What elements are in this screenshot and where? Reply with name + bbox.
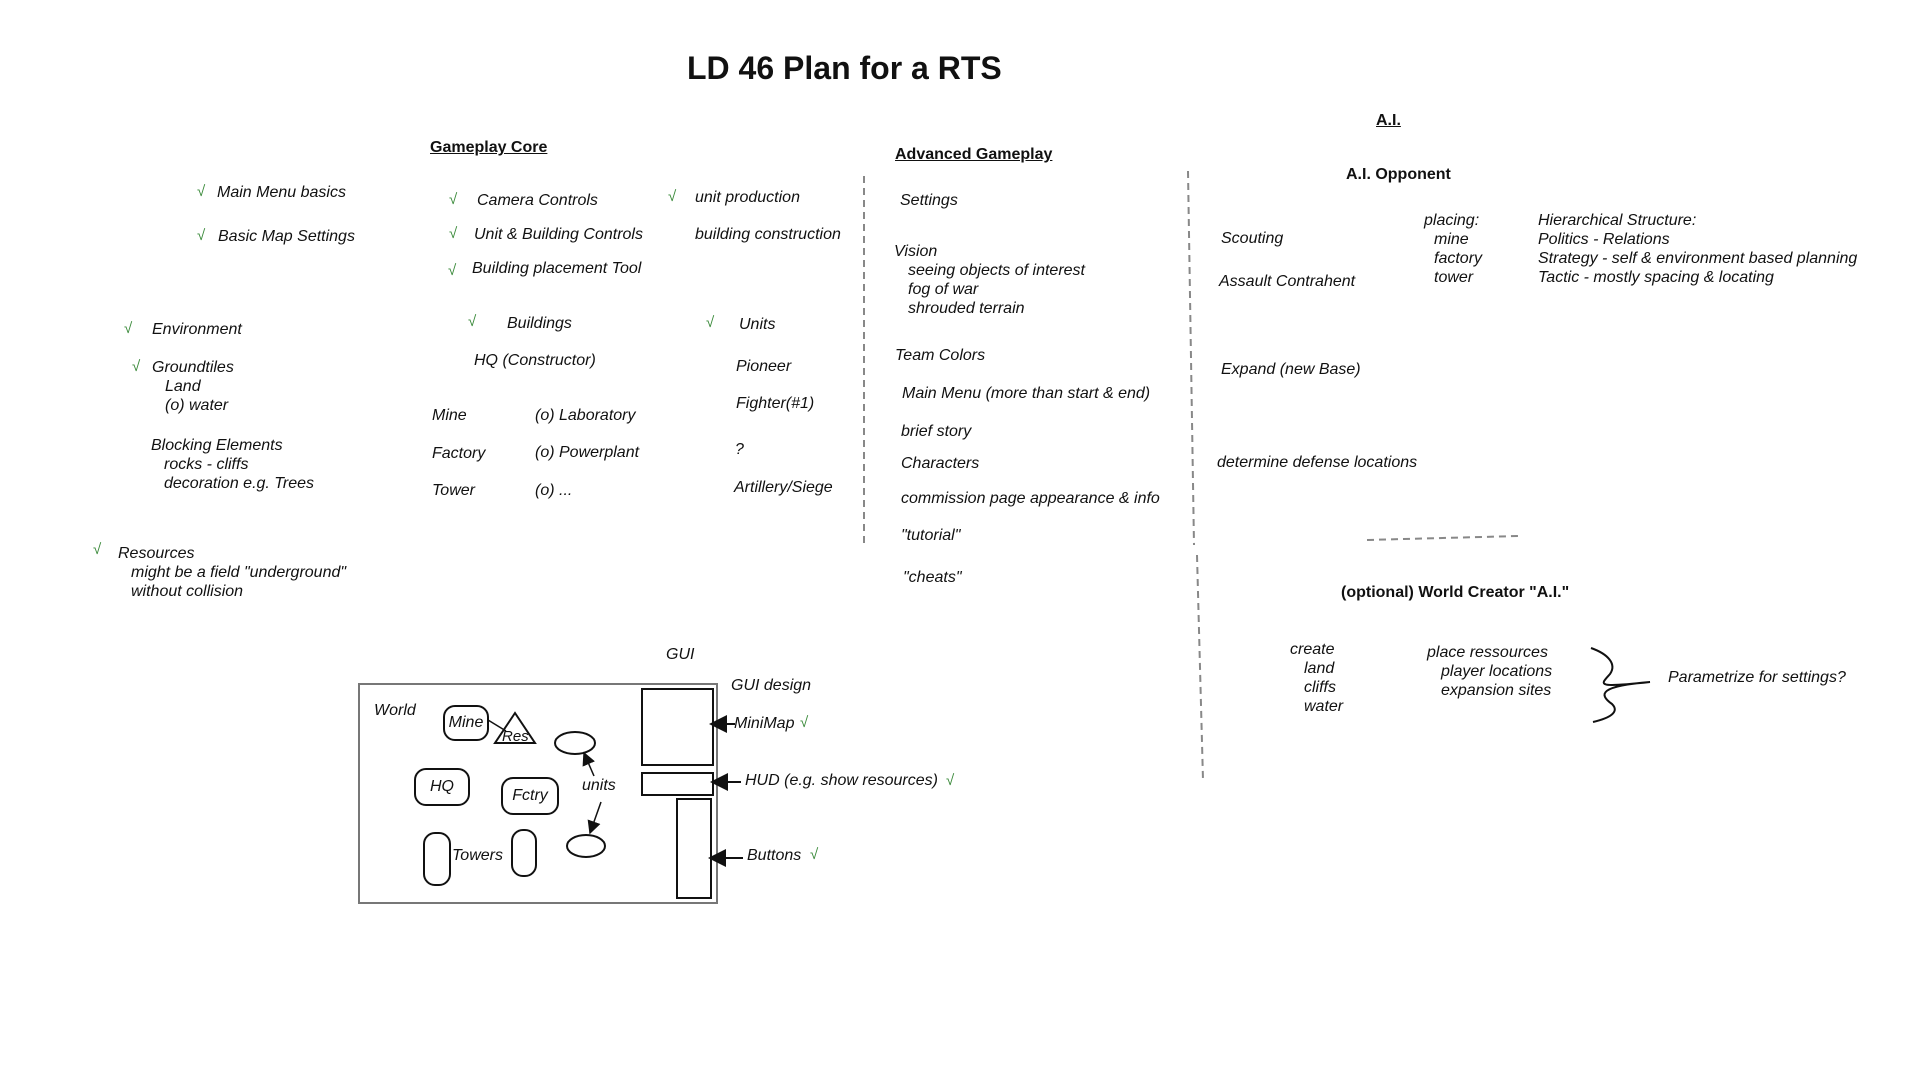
towers-label: Towers <box>452 847 503 864</box>
main-menu-extended: Main Menu (more than start & end) <box>902 385 1151 402</box>
hq-box: HQ <box>414 768 470 806</box>
tower-left-box <box>423 832 451 886</box>
building-construction: building construction <box>695 226 841 243</box>
buttons-label: Buttons <box>747 847 802 864</box>
ai-expand: Expand (new Base) <box>1221 361 1361 378</box>
groundtiles-block: Groundtiles Land (o) water <box>152 359 234 414</box>
advanced-gameplay-heading: Advanced Gameplay <box>895 146 1053 163</box>
building-more: (o) ... <box>535 482 573 499</box>
ai-hierarchy-block: Hierarchical Structure: Politics - Relat… <box>1538 212 1858 286</box>
mine-box: Mine <box>443 705 489 741</box>
world-create-block: create land cliffs water <box>1290 641 1344 715</box>
factory-box: Fctry <box>501 777 559 815</box>
unit-ellipse-top <box>554 731 596 755</box>
zigzag-brace-icon <box>1590 647 1651 723</box>
main-menu-basics: Main Menu basics <box>217 184 346 201</box>
commission-page: commission page appearance & info <box>901 490 1160 507</box>
gui-design-label: GUI design <box>731 677 812 694</box>
characters: Characters <box>901 455 980 472</box>
building-mine: Mine <box>432 407 467 424</box>
blocking-elements-block: Blocking Elements rocks - cliffs decorat… <box>151 437 315 492</box>
gui-label: GUI <box>666 646 695 663</box>
settings: Settings <box>900 192 958 209</box>
page-title: LD 46 Plan for a RTS <box>687 50 1002 86</box>
minimap-label: MiniMap <box>734 715 795 732</box>
building-tower: Tower <box>432 482 475 499</box>
check-icon: √ <box>448 262 457 279</box>
check-icon: √ <box>197 183 206 200</box>
resource-triangle-icon <box>493 711 537 744</box>
building-placement-tool: Building placement Tool <box>472 260 642 277</box>
check-icon: √ <box>132 358 141 375</box>
divider-advanced-ai <box>1187 170 1195 546</box>
check-icon: √ <box>124 320 133 337</box>
divider-advanced-ai-lower <box>1196 554 1204 781</box>
mine-to-res-line <box>487 719 507 732</box>
units-heading: Units <box>739 316 776 333</box>
unit-building-controls: Unit & Building Controls <box>474 226 643 243</box>
unit-artillery: Artillery/Siege <box>734 479 833 496</box>
check-icon: √ <box>468 313 477 330</box>
building-factory: Factory <box>432 445 486 462</box>
environment: Environment <box>152 321 242 338</box>
ai-assault: Assault Contrahent <box>1219 273 1356 290</box>
unit-production: unit production <box>695 189 800 206</box>
ai-heading: A.I. <box>1376 112 1401 129</box>
unit-unknown: ? <box>735 441 744 458</box>
hud-label: HUD (e.g. show resources) <box>745 772 938 789</box>
cheats: "cheats" <box>903 569 962 586</box>
units-arrow-up <box>582 751 595 777</box>
resources-block: Resources might be a field "underground"… <box>118 545 347 600</box>
world-creator-heading: (optional) World Creator "A.I." <box>1341 584 1570 601</box>
gameplay-core-heading: Gameplay Core <box>430 139 548 156</box>
check-icon: √ <box>449 191 458 208</box>
ai-defense-locations: determine defense locations <box>1217 454 1418 471</box>
check-icon: √ <box>93 541 102 558</box>
ai-scouting: Scouting <box>1221 230 1284 247</box>
unit-fighter: Fighter(#1) <box>736 395 815 412</box>
check-icon: √ <box>800 714 809 731</box>
unit-ellipse-bottom <box>566 834 606 858</box>
team-colors: Team Colors <box>895 347 986 364</box>
basic-map-settings: Basic Map Settings <box>218 228 355 245</box>
units-label: units <box>582 777 616 794</box>
camera-controls: Camera Controls <box>477 192 598 209</box>
ai-placing-block: placing: mine factory tower <box>1424 212 1483 286</box>
tutorial: "tutorial" <box>901 527 961 544</box>
world-place-block: place ressources player locations expans… <box>1427 644 1553 699</box>
divider-ai-world <box>1366 535 1519 541</box>
building-powerplant: (o) Powerplant <box>535 444 640 461</box>
ai-opponent-heading: A.I. Opponent <box>1346 166 1451 183</box>
vision-block: Vision seeing objects of interest fog of… <box>894 243 1085 317</box>
parametrize-settings: Parametrize for settings? <box>1668 669 1846 686</box>
buildings-heading: Buildings <box>507 315 572 332</box>
hud-panel <box>641 772 714 796</box>
world-label: World <box>374 702 416 719</box>
brief-story: brief story <box>901 423 972 440</box>
unit-pioneer: Pioneer <box>736 358 792 375</box>
check-icon: √ <box>946 772 955 789</box>
tower-right-box <box>511 829 537 877</box>
check-icon: √ <box>668 188 677 205</box>
check-icon: √ <box>449 225 458 242</box>
building-laboratory: (o) Laboratory <box>535 407 636 424</box>
check-icon: √ <box>197 227 206 244</box>
buttons-panel <box>676 798 712 899</box>
units-arrow-down <box>587 801 602 835</box>
check-icon: √ <box>810 846 819 863</box>
hq-constructor: HQ (Constructor) <box>474 352 596 369</box>
check-icon: √ <box>706 314 715 331</box>
res-label: Res <box>502 728 529 745</box>
